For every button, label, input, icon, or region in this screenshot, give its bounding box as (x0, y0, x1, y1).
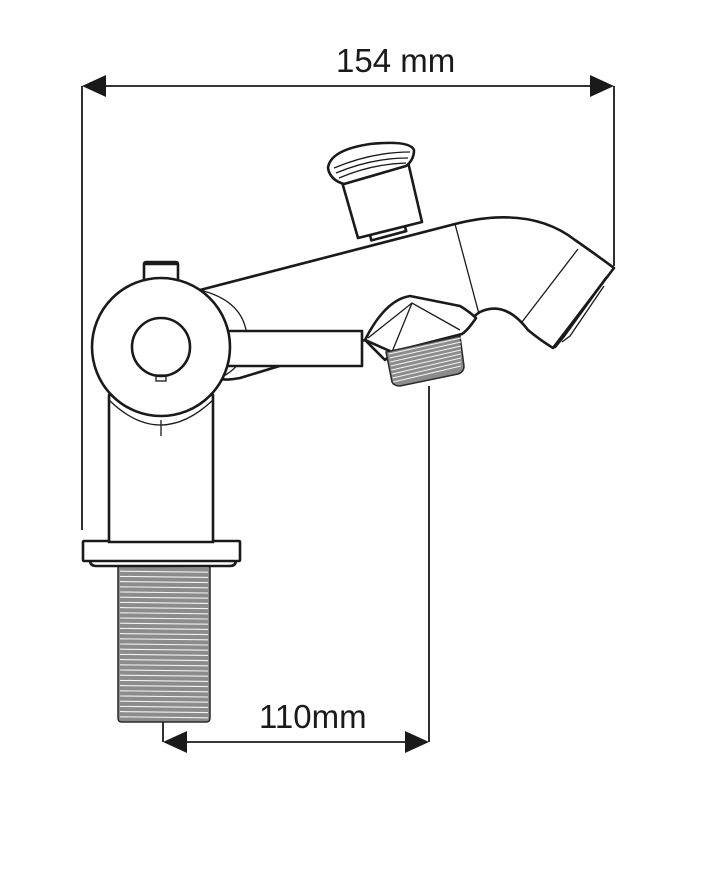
centre-distance-label: 110mm (259, 698, 367, 735)
overall-width-label: 154 mm (336, 42, 456, 79)
body-column (107, 393, 215, 544)
arrowhead-right-icon (405, 731, 429, 753)
diverter-knob (326, 141, 424, 242)
handle-lever (199, 289, 364, 379)
overall-width-dimension (81, 75, 615, 530)
control-head (90, 260, 232, 418)
hose-outlet-thread (385, 335, 465, 387)
threaded-tail (117, 561, 211, 723)
arrowhead-left-icon (82, 75, 106, 97)
base-flange (81, 539, 242, 568)
arrowhead-left-icon (163, 731, 187, 753)
arrowhead-right-icon (590, 75, 614, 97)
